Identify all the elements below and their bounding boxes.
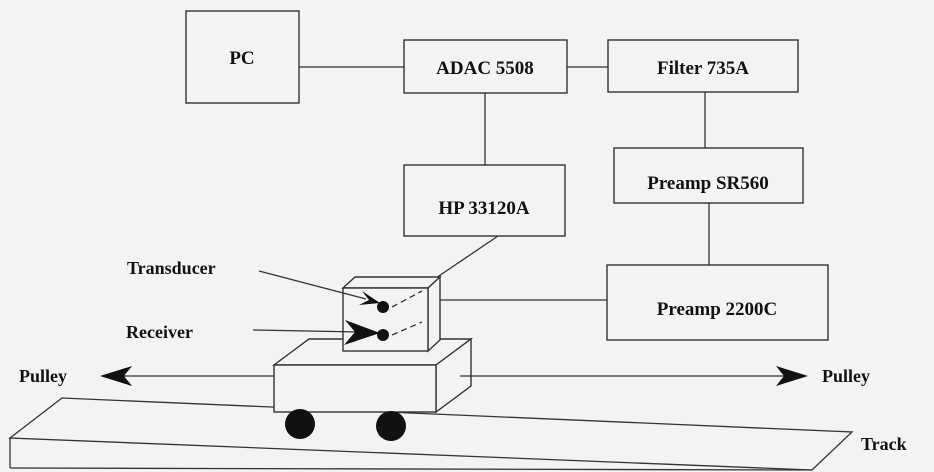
adac-box: ADAC 5508 <box>403 39 568 94</box>
pulley-left-arrowhead <box>100 366 132 386</box>
hp-label: HP 33120A <box>438 198 530 219</box>
pulley-left-label: Pulley <box>19 366 67 386</box>
hp-box: HP 33120A <box>403 164 566 237</box>
preamp-2200c-label: Preamp 2200C <box>657 299 778 320</box>
beam-bottom <box>391 321 423 336</box>
receiver-arrowhead <box>344 320 380 345</box>
connectors <box>299 66 710 301</box>
pulley-arrows <box>100 366 808 386</box>
preamp-2200c-box: Preamp 2200C <box>606 264 829 341</box>
cart-wheel-left <box>285 409 315 439</box>
cart <box>271 337 474 441</box>
transducer-pointer <box>258 270 367 300</box>
track-label: Track <box>861 434 907 454</box>
cart-front <box>273 364 437 413</box>
pulley-right-arrowhead <box>776 366 808 386</box>
receiver-pointer <box>252 329 361 333</box>
cube-top <box>341 276 442 289</box>
pointers <box>252 270 380 345</box>
preamp-sr560-box: Preamp SR560 <box>613 147 804 204</box>
cube-side <box>427 275 441 353</box>
pulley-right-label: Pulley <box>822 366 870 386</box>
pc-label: PC <box>229 48 254 69</box>
track-bottom-edge <box>9 467 813 471</box>
beam-top <box>391 290 423 308</box>
transducer-label: Transducer <box>127 258 216 278</box>
transducer-dot <box>377 301 389 313</box>
receiver-label: Receiver <box>126 322 193 342</box>
cart-wheel-right <box>376 411 406 441</box>
receiver-dot <box>377 329 389 341</box>
transducer-arrowhead <box>359 291 380 305</box>
adac-label: ADAC 5508 <box>436 58 534 79</box>
filter-label: Filter 735A <box>657 58 749 79</box>
preamp-sr560-label: Preamp SR560 <box>647 173 769 194</box>
cube-front <box>342 287 429 352</box>
filter-box: Filter 735A <box>607 39 799 93</box>
pc-box: PC <box>185 10 300 104</box>
link-hp-transducer <box>429 235 499 283</box>
track-outline <box>8 397 854 471</box>
track <box>8 397 854 471</box>
